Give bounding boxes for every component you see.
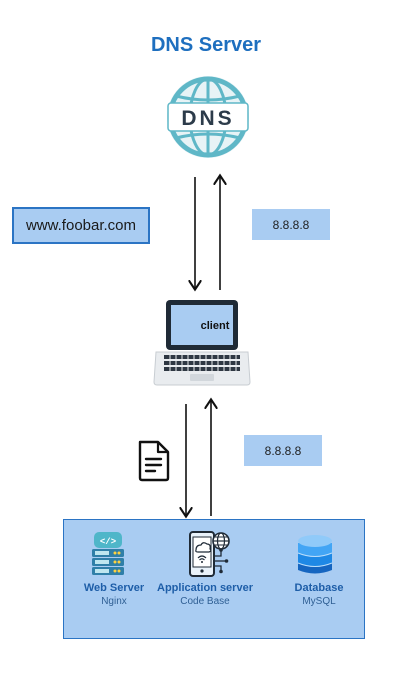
database-label: Database MySQL (282, 581, 356, 609)
client-label: client (200, 320, 230, 332)
application-server-icon (189, 531, 230, 577)
laptop-icon (153, 300, 251, 386)
dns-icon-text: DNS (181, 107, 234, 130)
request-ip-text: 8.8.8.8 (264, 443, 302, 458)
diagram-title: DNS Server (150, 34, 262, 56)
dns-response-ip-text: 8.8.8.8 (272, 217, 310, 232)
dns-globe-icon: DNS (167, 76, 249, 158)
database-icon (297, 535, 333, 574)
web-server-label: Web Server Nginx (76, 581, 152, 609)
request-ip-box: 8.8.8.8 (244, 435, 322, 466)
app-server-label: Application server Code Base (148, 581, 262, 609)
dns-response-ip-box: 8.8.8.8 (252, 209, 330, 240)
app-server-name: Application server (157, 582, 253, 594)
domain-query-box: www.foobar.com (12, 207, 150, 244)
web-server-name: Web Server (83, 582, 145, 594)
database-name: Database (294, 582, 344, 594)
svg-text:</>: </> (100, 537, 116, 547)
web-server-icon: </> (92, 532, 124, 575)
domain-query-text: www.foobar.com (25, 217, 137, 234)
web-server-sub: Nginx (101, 596, 127, 607)
database-sub: MySQL (302, 596, 336, 607)
document-icon (138, 440, 170, 482)
app-server-sub: Code Base (180, 596, 230, 607)
